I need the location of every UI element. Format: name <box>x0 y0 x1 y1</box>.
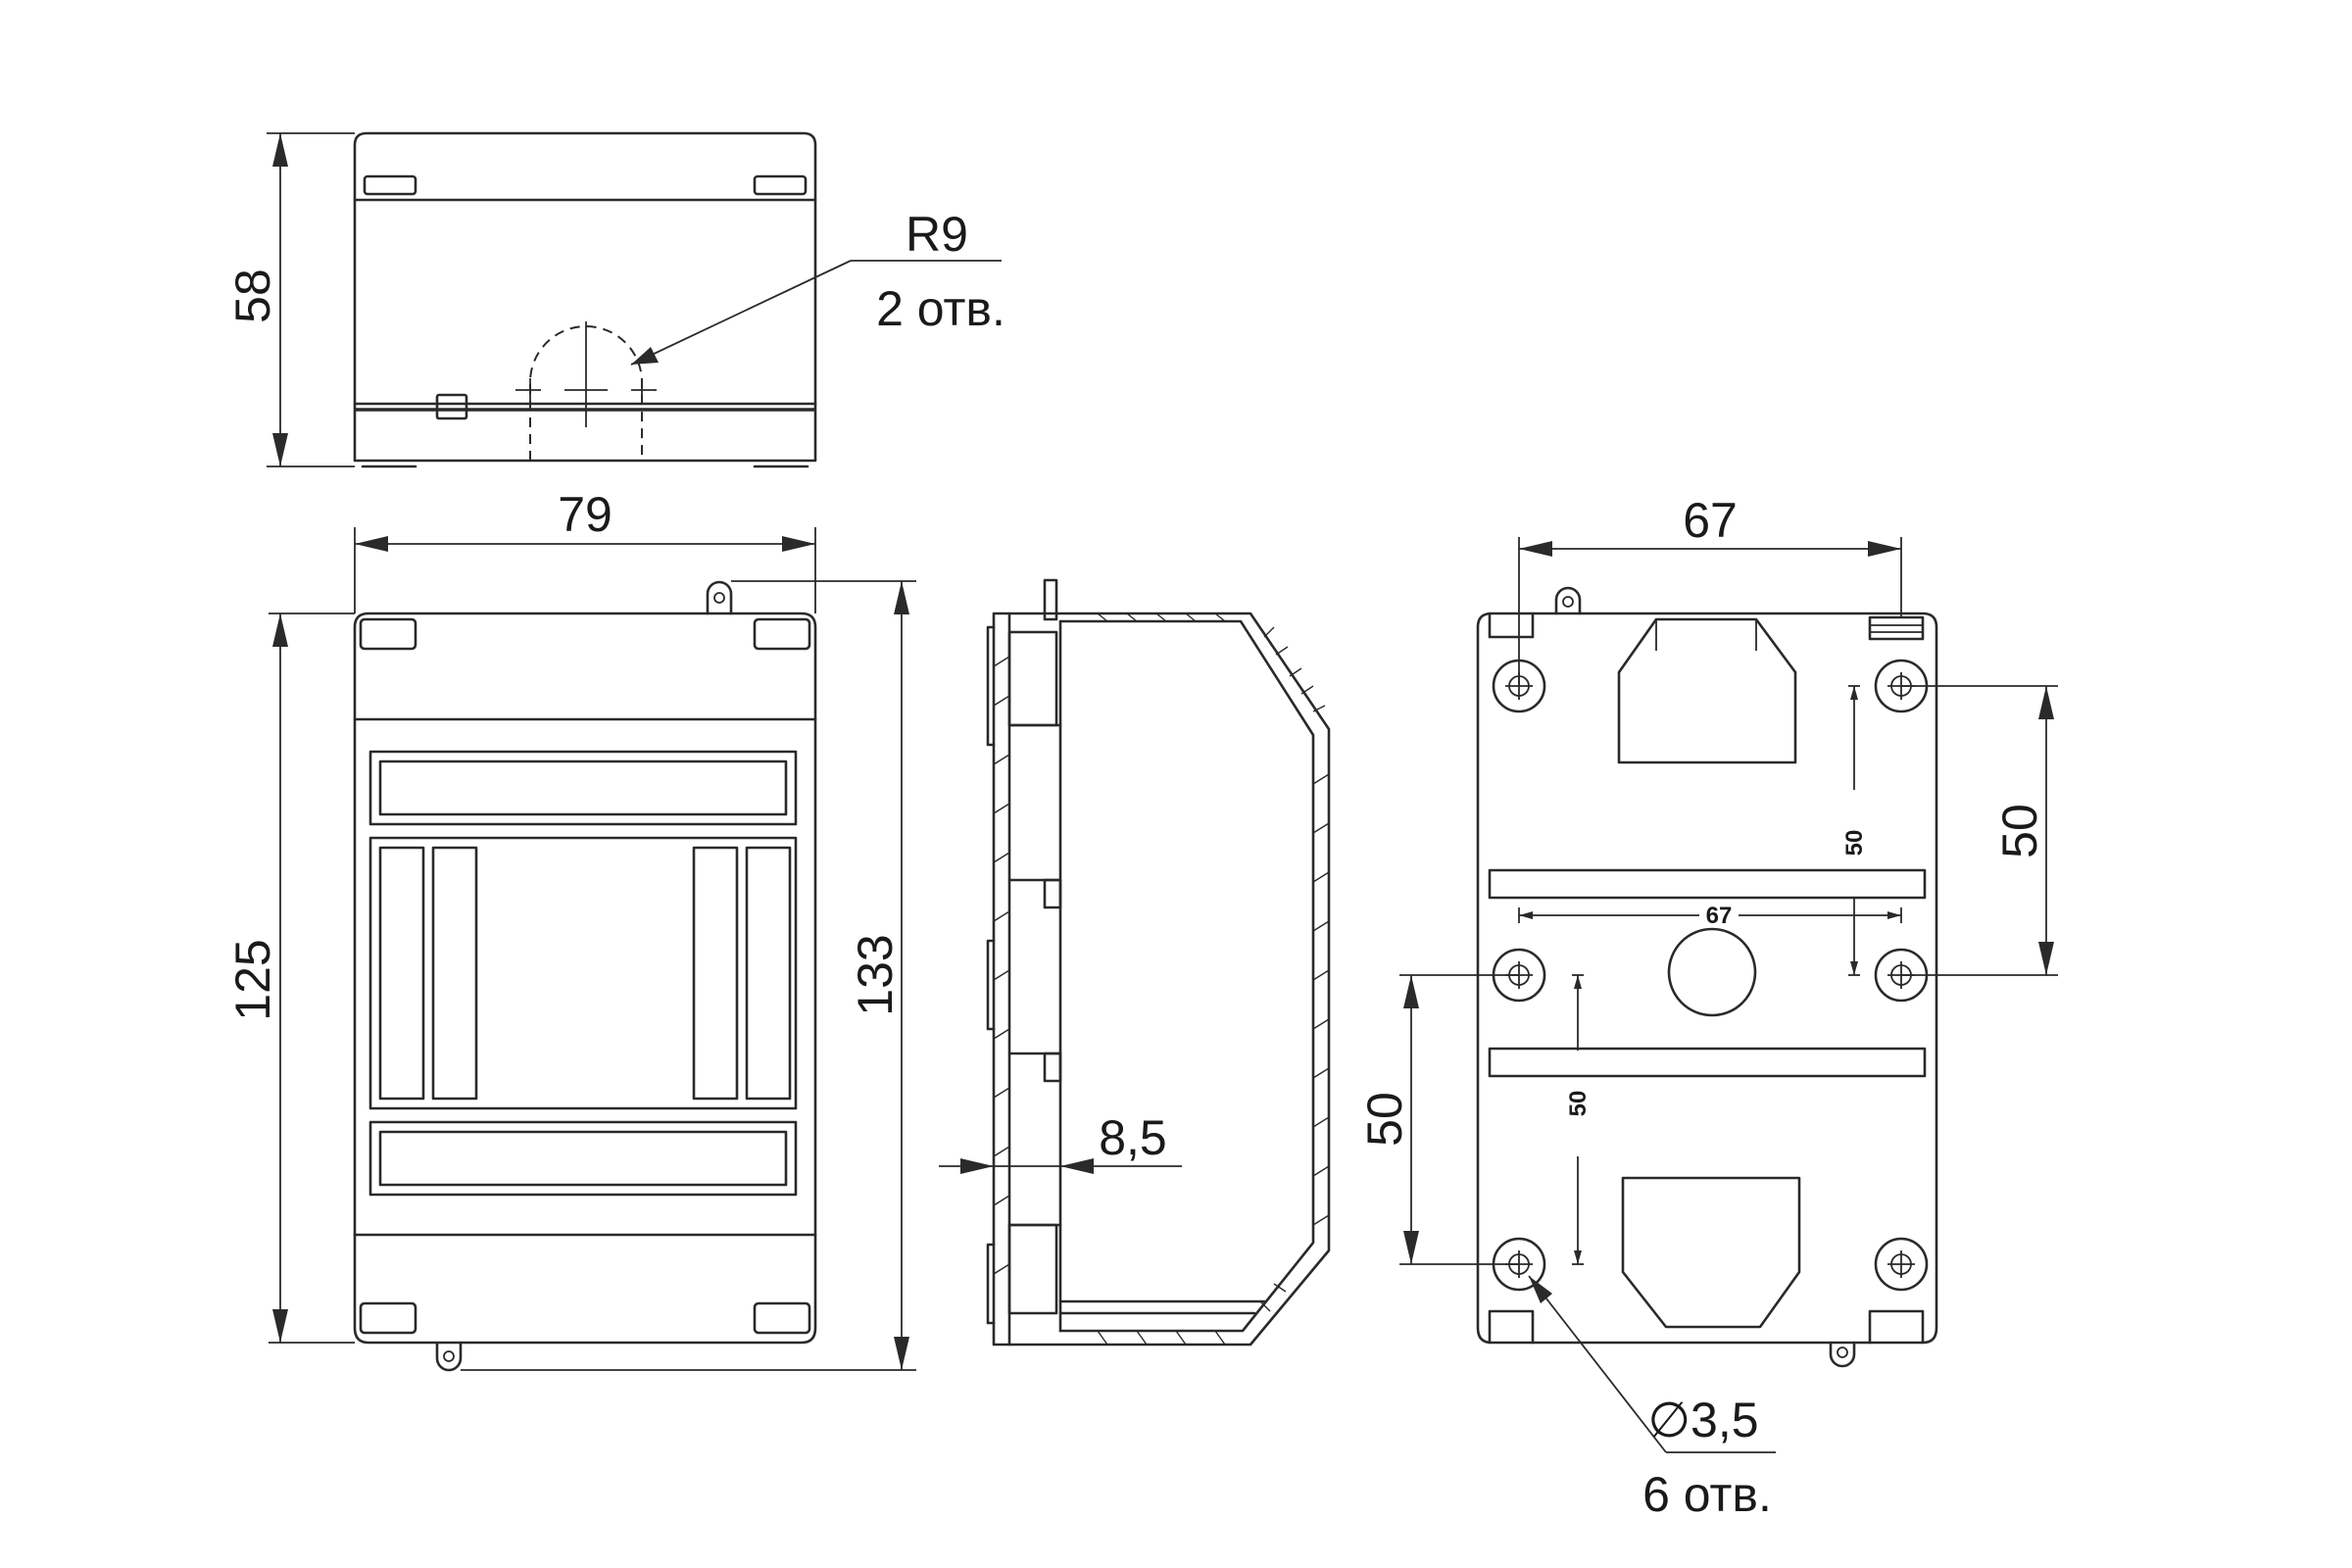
side-section-view <box>939 578 1331 1347</box>
top-view <box>267 131 1002 468</box>
dim-8-5-label: 8,5 <box>1099 1110 1167 1165</box>
dim-67-label: 67 <box>1683 493 1738 548</box>
inner-50-upper-label: 50 <box>1841 830 1868 857</box>
inner-50-lower-label: 50 <box>1565 1091 1592 1117</box>
dim-58-label: 58 <box>225 269 280 323</box>
inner-67-label: 67 <box>1706 903 1733 929</box>
dim-50-left-label: 50 <box>1357 1092 1412 1147</box>
dim-50-right-label: 50 <box>1992 804 2047 858</box>
hole-diameter-label: ∅3,5 <box>1647 1393 1758 1447</box>
mounting-hole-bottom-right <box>1874 1237 1929 1292</box>
radius-label: R9 <box>906 207 968 262</box>
radius-count-label: 2 отв. <box>876 281 1005 336</box>
front-view <box>269 527 916 1372</box>
dim-79-label: 79 <box>558 487 612 542</box>
hole-count-label: 6 отв. <box>1642 1467 1772 1522</box>
dim-125-label: 125 <box>225 939 280 1020</box>
back-view <box>1399 537 2058 1453</box>
dim-133-label: 133 <box>848 934 903 1015</box>
